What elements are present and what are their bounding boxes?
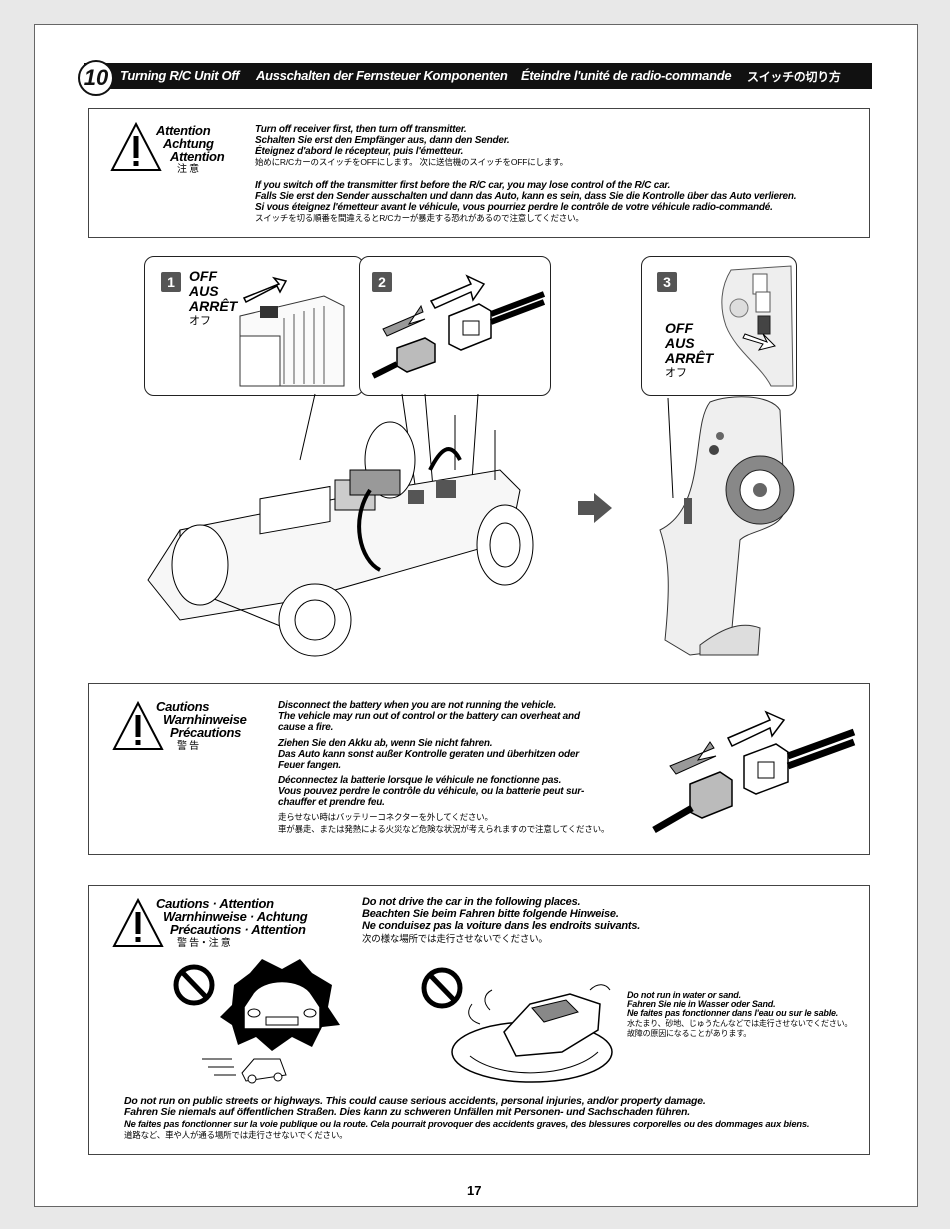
cautions-line: Vous pouvez perdre le contrôle du véhicu… [278,786,585,797]
cautions-line: Das Auto kann sonst außer Kontrolle gera… [278,749,579,760]
section-header: 10 Turning R/C Unit Off Ausschalten der … [78,60,872,96]
page-number: 17 [467,1183,482,1198]
cautions-label-de: Warnhinweise [163,712,247,727]
off-fr: ARRÊT [189,298,238,314]
streets-line: Ne faites pas fonctionner sur la voie pu… [124,1118,810,1129]
cautions-line: 車が暴走、または発熱による火災など危険な状況が考えられますので注意してください。 [278,824,610,834]
off-en: OFF [665,320,693,336]
battery-connector-illustration [652,710,856,834]
attention-line: Schalten Sie erst den Empfänger aus, dan… [255,135,510,146]
water-line: Fahren Sie nie in Wasser oder Sand. [627,999,776,1009]
water-line: 水たまり、砂地、じゅうたんなどでは走行させないでください。 [627,1019,853,1028]
attention-line: スイッチを切る順番を間違えるとR/Cカーが暴走する恐れがあるので注意してください… [255,213,584,223]
warning-triangle-icon [112,700,164,750]
cautions-label-fr: Précautions [170,725,242,740]
cautions-line: Ziehen Sie den Akku ab, wenn Sie nicht f… [278,738,493,749]
transmitter-switch-illustration [721,265,794,387]
places-label-de: Warnhinweise · Achtung [163,909,308,924]
cautions-line: cause a fire. [278,722,334,733]
streets-line: Do not run on public streets or highways… [124,1095,706,1107]
cautions-line: chauffer et prendre feu. [278,797,385,808]
attention-line: Si vous éteignez l'émetteur avant le véh… [255,202,773,213]
places-intro-line: Ne conduisez pas la voiture dans les end… [362,920,641,932]
cautions-box [88,683,870,855]
streets-line: 道路など、車や人が通る場所では走行させないでください。 [124,1130,348,1140]
places-intro-line: Beachten Sie beim Fahren bitte folgende … [362,908,619,920]
attention-label-jp: 注 意 [177,164,199,175]
water-sand-hazard-illustration [421,967,613,1083]
off-de: AUS [665,335,695,351]
title-jp: スイッチの切り方 [747,70,841,84]
cautions-line: Déconnectez la batterie lorsque le véhic… [278,775,562,786]
off-de: AUS [189,283,219,299]
water-line: Ne faites pas fonctionner dans l'eau ou … [627,1008,839,1018]
cautions-line: 走らせない時はバッテリーコネクターを外してください。 [278,812,493,822]
battery-connector-illustration [371,274,546,379]
step-1-badge: 1 [161,272,181,292]
streets-line: Fahren Sie niemals auf öffentlichen Stra… [124,1106,690,1118]
cautions-label-en: Cautions [156,699,210,714]
cautions-line: Disconnect the battery when you are not … [278,700,557,711]
water-line: Do not run in water or sand. [627,990,741,1000]
rc-car-illustration [147,393,534,657]
transmitter-illustration [659,396,795,656]
attention-label-de: Achtung [163,136,214,151]
cautions-line: Feuer fangen. [278,760,341,771]
places-intro-line: Do not drive the car in the following pl… [362,896,581,908]
step-1-off-label: OFF AUS ARRÊT オフ [189,269,237,329]
receiver-switch-illustration [239,276,345,387]
warning-triangle-icon [112,897,164,947]
title-de: Ausschalten der Fernsteuer Komponenten [256,68,508,83]
places-label-fr: Précautions · Attention [170,922,306,937]
places-intro-line: 次の様な場所では走行させないでください。 [362,934,548,945]
attention-label-fr: Attention [170,149,225,164]
off-fr: ARRÊT [665,350,714,366]
street-hazard-illustration [173,959,340,1084]
step-2-badge: 2 [372,272,392,292]
places-label-jp: 警 告・注 意 [177,938,231,949]
attention-line: If you switch off the transmitter first … [255,180,671,191]
attention-line: Falls Sie erst den Sender ausschalten un… [255,191,797,202]
attention-line: Éteignez d'abord le récepteur, puis l'ém… [255,146,464,157]
cautions-label-jp: 警 告 [177,741,199,752]
title-fr: Éteindre l'unité de radio-commande [521,68,732,83]
title-en: Turning R/C Unit Off [120,68,240,83]
arrow-right-icon [578,493,612,523]
places-box [88,885,870,1155]
attention-box [88,108,870,238]
off-en: OFF [189,268,217,284]
attention-label-en: Attention [156,123,211,138]
attention-line: 始めにR/CカーのスイッチをOFFにします。 次に送信機のスイッチをOFFにしま… [255,157,568,167]
attention-line: Turn off receiver first, then turn off t… [255,124,467,135]
water-line: 故障の原因になることがあります。 [627,1029,751,1038]
warning-triangle-icon [110,121,162,171]
cautions-line: The vehicle may run out of control or th… [278,711,580,722]
step-3-off-label: OFF AUS ARRÊT オフ [665,321,713,381]
step-3-badge: 3 [657,272,677,292]
places-label-en: Cautions · Attention [156,896,274,911]
step-number-badge: 10 [78,60,114,96]
off-jp: オフ [665,367,687,379]
off-jp: オフ [189,315,211,327]
